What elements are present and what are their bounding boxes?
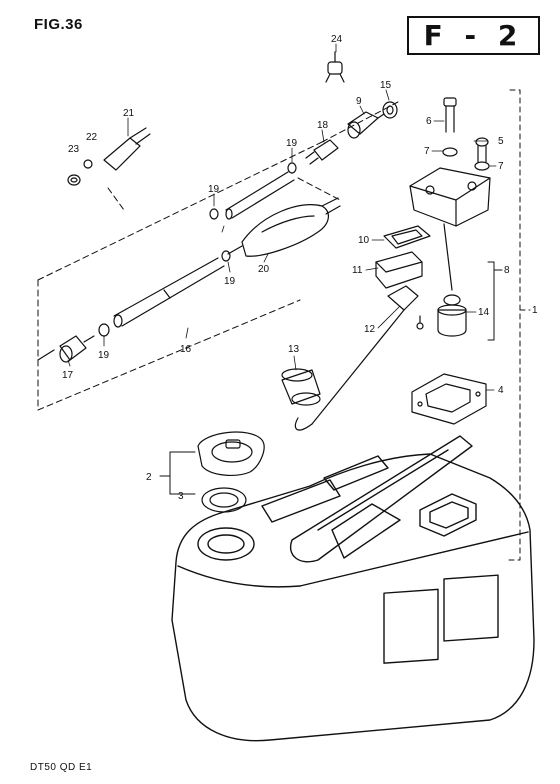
callout-1: 1	[532, 305, 538, 316]
callout-23: 23	[68, 144, 80, 155]
callout-7-b: 7	[498, 161, 504, 172]
part-13-float	[281, 368, 321, 406]
part-14-float	[437, 294, 467, 337]
callout-14: 14	[478, 307, 490, 318]
arrow-lead	[37, 349, 55, 361]
hose-group-boundary	[37, 101, 399, 411]
part-21-fitting	[103, 127, 151, 171]
figure-title: FIG.36	[34, 16, 83, 33]
callout-labels: 24 15 9 18 21 22 23 19 19 20 19 16 17 19…	[62, 34, 538, 502]
callout-16: 16	[180, 344, 192, 355]
callout-22: 22	[86, 132, 98, 143]
callout-19-a: 19	[286, 138, 298, 149]
callout-2: 2	[146, 472, 152, 483]
part-5-screw	[475, 137, 489, 163]
part-12-float-arm	[294, 285, 424, 431]
bracket-part-1	[504, 89, 531, 561]
part-22-clip	[83, 159, 93, 169]
section-box: F - 2	[407, 16, 540, 55]
leader-lines	[67, 43, 497, 391]
part-9-connector	[347, 111, 385, 139]
callout-20: 20	[258, 264, 270, 275]
callout-9: 9	[356, 96, 362, 107]
callout-19-b: 19	[208, 184, 220, 195]
part-18-fitting	[305, 139, 339, 165]
callout-21: 21	[123, 108, 135, 119]
callout-19-d: 19	[98, 350, 110, 361]
part-24-fitting	[325, 51, 345, 83]
callout-12: 12	[364, 324, 376, 335]
part-15-washer	[382, 101, 398, 119]
callout-18: 18	[317, 120, 329, 131]
callout-11: 11	[352, 265, 363, 276]
part-10-gasket	[383, 225, 431, 249]
callout-13: 13	[288, 344, 300, 355]
part-11-cover	[375, 251, 423, 289]
bracket-part-8	[487, 261, 503, 341]
part-20-primer-bulb	[227, 197, 341, 257]
callout-8: 8	[504, 265, 510, 276]
clip-19b	[209, 208, 219, 220]
part-7-washer-b	[474, 161, 490, 171]
callout-6: 6	[426, 116, 432, 127]
part-3-cap-gasket	[201, 487, 247, 513]
hose-upper	[225, 171, 295, 220]
callout-24: 24	[331, 34, 343, 45]
clip-19d	[98, 323, 110, 337]
hose-lower	[113, 257, 225, 328]
callout-17: 17	[62, 370, 74, 381]
clip-19c	[221, 250, 231, 262]
part-6-bolt	[443, 97, 457, 133]
section-code: F - 2	[423, 19, 524, 52]
callout-19-c: 19	[224, 276, 236, 287]
clip-19a	[287, 162, 297, 174]
fuel-tank	[171, 435, 535, 742]
part-2-fuel-cap	[197, 431, 265, 476]
bracket-parts-2-3	[159, 451, 196, 495]
callout-15: 15	[380, 80, 392, 91]
part-4-gasket	[411, 373, 487, 425]
part-7-washer-a	[442, 147, 458, 157]
callout-5: 5	[498, 136, 504, 147]
part-23-clamp	[67, 174, 81, 186]
model-code: DT50 QD E1	[30, 762, 93, 773]
callout-7-a: 7	[424, 146, 430, 157]
callout-4: 4	[498, 385, 504, 396]
part-17-connector	[59, 335, 95, 363]
gauge-head	[409, 167, 491, 291]
callout-3: 3	[178, 491, 184, 502]
callout-10: 10	[358, 235, 370, 246]
